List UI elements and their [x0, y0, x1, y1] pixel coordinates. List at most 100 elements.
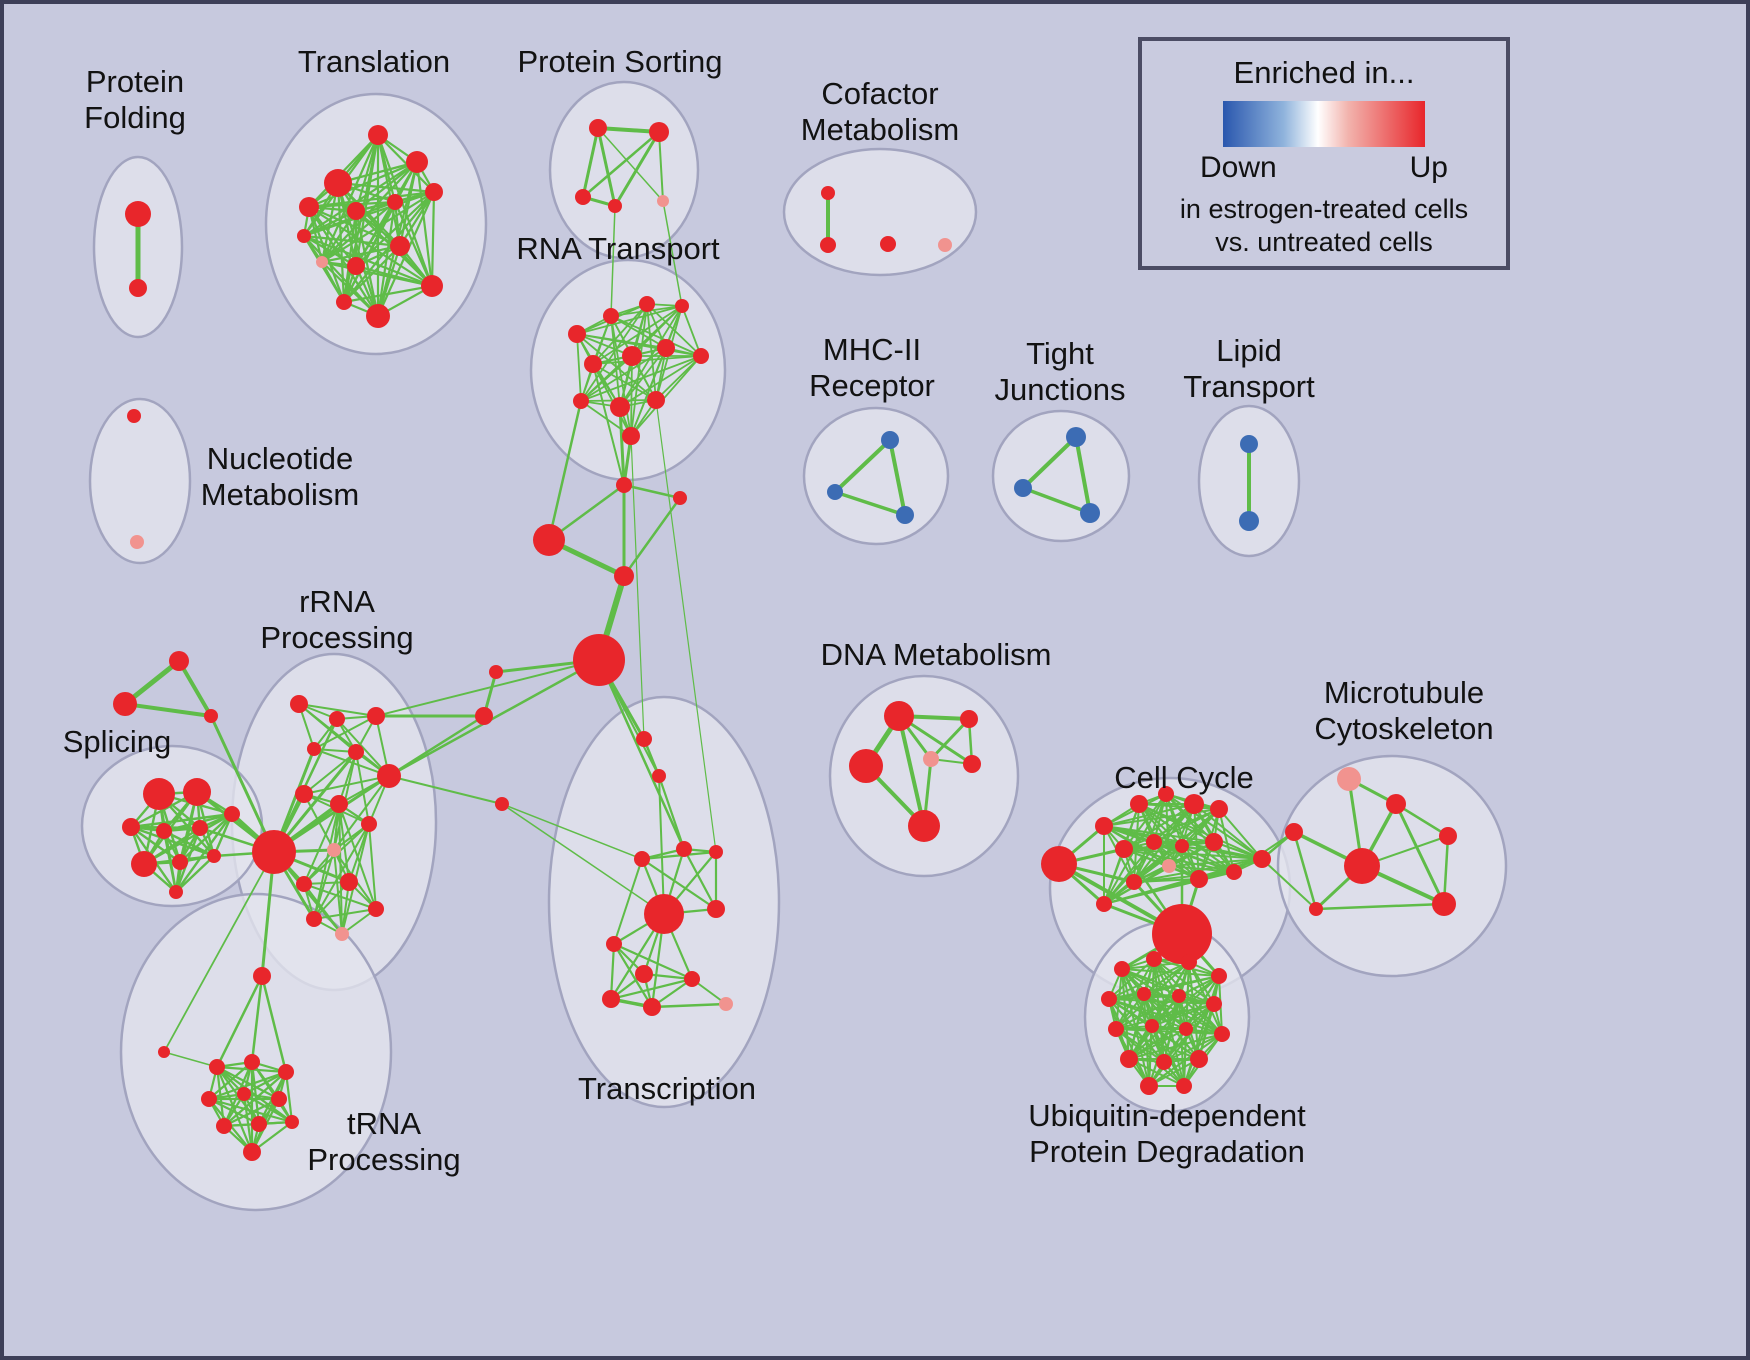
- node-cc15: [1253, 850, 1271, 868]
- edge: [215, 974, 264, 1069]
- edge: [1218, 808, 1263, 860]
- edge: [207, 1060, 254, 1101]
- edge: [501, 803, 643, 860]
- node-u17: [1176, 1078, 1192, 1094]
- node-t12: [366, 304, 390, 328]
- edge: [178, 812, 234, 864]
- node-rt12: [622, 427, 640, 445]
- node-rt10: [610, 397, 630, 417]
- edge: [576, 305, 683, 335]
- edge: [888, 438, 907, 517]
- edge: [597, 127, 664, 202]
- node-cc14: [1226, 864, 1242, 880]
- node-s7: [131, 851, 157, 877]
- edge: [1151, 1025, 1200, 1060]
- edge: [1163, 1033, 1223, 1063]
- edge: [342, 190, 436, 304]
- edge: [1123, 793, 1167, 850]
- cluster-microtubule-cytoskeleton: [1276, 754, 1508, 978]
- node-rt4: [675, 299, 689, 313]
- edge: [302, 190, 436, 238]
- cluster-label-rna-transport: RNA Transport: [516, 231, 720, 266]
- edge: [415, 160, 434, 288]
- cluster-label-dna-metabolism: DNA Metabolism: [821, 637, 1052, 672]
- cluster-label-nucleotide-metabolism: Nucleotide: [207, 441, 353, 476]
- node-tr11: [253, 967, 271, 985]
- node-r2: [329, 711, 345, 727]
- node-cm2: [820, 237, 836, 253]
- cluster-label-lipid-transport: Lipid: [1216, 333, 1282, 368]
- cluster-label-protein-sorting: Protein Sorting: [517, 44, 722, 79]
- node-n1: [127, 409, 141, 423]
- edge: [302, 234, 434, 288]
- node-u4: [1211, 968, 1227, 984]
- cluster-label-protein-folding: Folding: [84, 100, 186, 135]
- node-g3: [204, 709, 218, 723]
- node-u15: [1190, 1050, 1208, 1068]
- node-ps1: [589, 119, 607, 137]
- legend-title: Enriched in...: [1233, 55, 1415, 90]
- edge: [215, 1065, 281, 1101]
- node-m5: [1432, 892, 1456, 916]
- node-u10: [1145, 1019, 1159, 1033]
- node-cc16: [1096, 896, 1112, 912]
- edge: [354, 209, 380, 318]
- edge: [1128, 1028, 1187, 1060]
- node-t1: [324, 169, 352, 197]
- node-x3: [676, 841, 692, 857]
- node-m4: [1344, 848, 1380, 884]
- node-r9: [361, 816, 377, 832]
- edge: [622, 496, 682, 578]
- edge: [430, 190, 436, 288]
- node-pf1: [125, 201, 151, 227]
- node-rt7: [657, 339, 675, 357]
- edge: [298, 703, 377, 717]
- edge: [177, 659, 213, 718]
- edge: [174, 854, 216, 894]
- edge: [207, 1097, 294, 1124]
- node-m2: [1386, 794, 1406, 814]
- node-cc12: [1126, 874, 1142, 890]
- node-x4: [709, 845, 723, 859]
- node-u6: [1137, 987, 1151, 1001]
- node-t7: [425, 183, 443, 201]
- edge: [207, 1070, 288, 1101]
- edge: [622, 483, 682, 500]
- edge: [1183, 1028, 1187, 1087]
- edge: [398, 190, 436, 248]
- node-x1: [636, 731, 652, 747]
- edge: [129, 812, 234, 829]
- cluster-nucleotide-metabolism: [88, 397, 192, 565]
- edge: [1151, 1003, 1215, 1027]
- node-cm4: [938, 238, 952, 252]
- legend: Enriched in... Down Up in estrogen-treat…: [1138, 37, 1510, 270]
- node-cc2: [1095, 817, 1113, 835]
- node-cc3: [1130, 795, 1148, 813]
- cluster-label-mhc-ii-receptor: MHC-II: [823, 332, 921, 367]
- node-tr6: [271, 1091, 287, 1107]
- node-d4: [923, 751, 939, 767]
- node-rt1: [568, 325, 586, 343]
- node-t2: [368, 125, 388, 145]
- edge: [342, 244, 402, 304]
- cluster-label-rrna-processing: rRNA: [299, 584, 375, 619]
- node-c5: [489, 665, 503, 679]
- cluster-tight-junctions: [991, 409, 1131, 543]
- edge: [303, 775, 390, 795]
- node-u1: [1114, 961, 1130, 977]
- edge: [609, 977, 694, 1001]
- edge: [1193, 803, 1263, 860]
- edge: [354, 264, 434, 288]
- edge: [313, 849, 335, 920]
- node-r15: [335, 927, 349, 941]
- node-s2: [183, 778, 211, 806]
- node-t11: [421, 275, 443, 297]
- edge: [1074, 435, 1092, 515]
- cluster-label-tight-junctions: Junctions: [995, 372, 1126, 407]
- node-hub2: [573, 634, 625, 686]
- node-cc4: [1158, 786, 1174, 802]
- node-cm3: [880, 236, 896, 252]
- edge: [302, 234, 402, 248]
- node-rt11: [647, 391, 665, 409]
